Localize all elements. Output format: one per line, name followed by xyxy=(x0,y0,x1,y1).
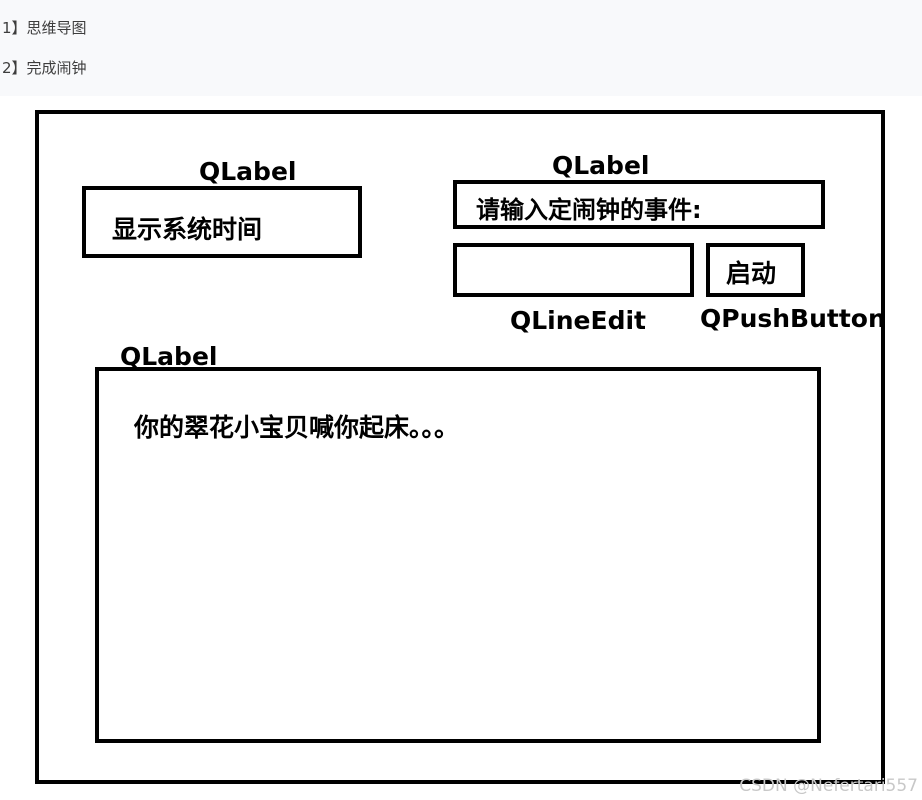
prompt-label-text: 请输入定闹钟的事件: xyxy=(476,196,702,224)
window-frame xyxy=(35,110,885,784)
push-button-text: 启动 xyxy=(726,259,777,288)
csdn-watermark: CSDN @Nefertari557 xyxy=(739,776,918,796)
push-button-caption: QPushButton xyxy=(700,304,886,333)
line-edit-caption: QLineEdit xyxy=(510,306,646,335)
push-button-box xyxy=(706,243,805,297)
article-header-band xyxy=(0,0,922,96)
qlabel-time-caption: QLabel xyxy=(199,157,297,186)
time-label-box xyxy=(82,186,362,258)
message-label-text: 你的翠花小宝贝喊你起床。。。 xyxy=(134,413,460,442)
time-label-text: 显示系统时间 xyxy=(112,215,263,244)
qlabel-message-caption: QLabel xyxy=(120,342,218,371)
qlabel-prompt-caption: QLabel xyxy=(552,151,650,180)
prompt-label-box xyxy=(453,180,825,229)
message-label-box xyxy=(95,367,821,743)
line-edit-box xyxy=(453,243,694,297)
list-item-alarm: 2】完成闹钟 xyxy=(2,59,87,77)
list-item-mindmap: 1】思维导图 xyxy=(2,19,87,37)
